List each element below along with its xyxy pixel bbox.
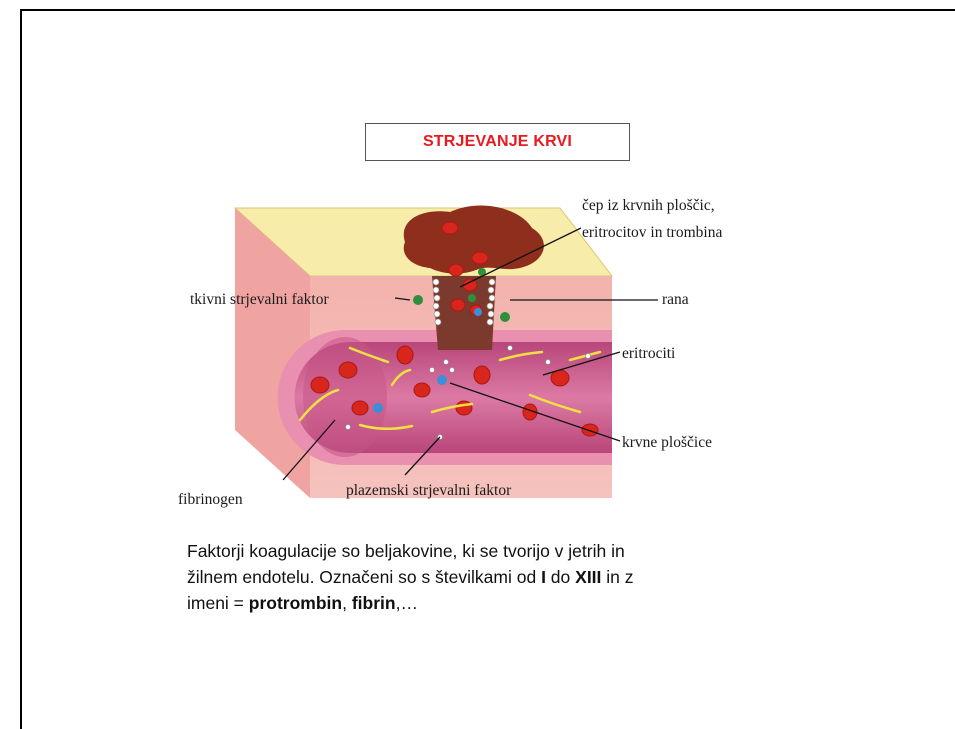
term-protrombin: protrombin xyxy=(249,593,342,613)
term-fibrin: fibrin xyxy=(352,593,396,613)
vessel-opening xyxy=(303,337,387,457)
label-fibrinogen: fibrinogen xyxy=(178,491,243,508)
paragraph-line-1: Faktorji koagulacije so beljakovine, ki … xyxy=(187,538,787,564)
label-wound: rana xyxy=(662,291,689,308)
line1-text: Faktorji koagulacije so beljakovine, ki … xyxy=(187,541,625,561)
line2b-text: do xyxy=(546,567,575,587)
title-box: STRJEVANJE KRVI xyxy=(365,123,630,161)
label-tissue-factor: tkivni strjevalni faktor xyxy=(190,291,329,308)
line2c-text: in z xyxy=(601,567,633,587)
separator: , xyxy=(342,593,352,613)
coagulation-diagram: čep iz krvnih ploščic, eritrocitov in tr… xyxy=(160,180,800,510)
label-plug-line2: eritrocitov in trombina xyxy=(582,224,722,241)
roman-thirteen: XIII xyxy=(575,567,601,587)
paragraph-line-3: imeni = protrombin, fibrin,… xyxy=(187,590,787,616)
label-plug-line1: čep iz krvnih ploščic, xyxy=(582,197,715,214)
line3b-text: ,… xyxy=(396,593,418,613)
line3a-text: imeni = xyxy=(187,593,249,613)
explanation-paragraph: Faktorji koagulacije so beljakovine, ki … xyxy=(187,538,787,616)
label-plasma-factor: plazemski strjevalni faktor xyxy=(346,482,512,499)
paragraph-line-2: žilnem endotelu. Označeni so s številkam… xyxy=(187,564,787,590)
line2a-text: žilnem endotelu. Označeni so s številkam… xyxy=(187,567,541,587)
slide-title: STRJEVANJE KRVI xyxy=(423,133,572,151)
label-erythrocytes: eritrociti xyxy=(622,345,676,362)
diagram-svg: čep iz krvnih ploščic, eritrocitov in tr… xyxy=(160,180,800,510)
label-platelets: krvne ploščice xyxy=(622,434,712,451)
